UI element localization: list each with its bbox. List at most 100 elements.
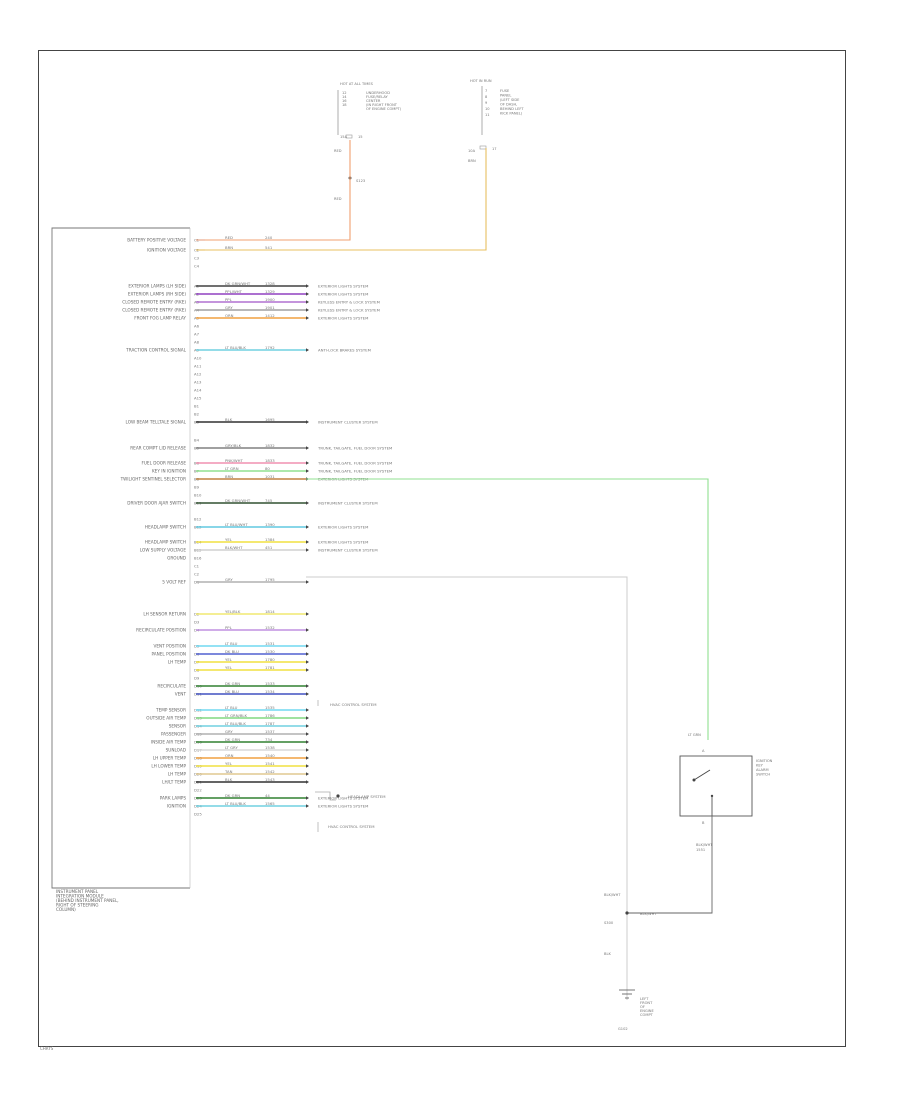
destination-system: EXTERIOR LIGHTS SYSTEM [318,525,368,530]
wire-color: LT BLU/BLK [225,801,246,806]
circuit-number: 1328 [265,281,275,286]
circuit-number: 1901 [265,305,275,310]
pin-number: B16 [194,556,202,561]
module-name-line: RIGHT OF STEERING [56,903,99,908]
pin-number: A14 [194,388,202,393]
circuit-number: 541 [265,245,273,250]
circuit-number: 1695 [265,417,275,422]
circuit-number: 1541 [265,761,275,766]
wire-color: DK GRN/WHT [225,498,251,503]
circuit-number: 734 [265,737,273,742]
fuse-left-desc: CENTER [366,99,381,103]
pin-number: C2 [194,572,200,577]
circuit-number: 1538 [265,745,275,750]
pin-label: IGNITION [167,804,186,809]
wire-color: DK GRN [225,737,240,742]
pin-number: C4 [194,264,200,269]
switch-box [679,755,753,817]
pin-label: PASSENGER [161,732,186,737]
wire-color: BRN [225,245,233,250]
fuse-right-legend-item: 11 [485,113,490,117]
pin-label: DRIVER DOOR AJAR SWITCH [127,501,186,506]
wire-arrow [306,668,309,672]
fuse-left-desc: FUSE/RELAY [366,95,388,99]
fuse-right-desc: PANEL [500,94,511,98]
pin-label: OUTSIDE AIR TEMP [146,716,186,721]
fuse-left-legend-item: 18 [342,103,347,107]
wire-color: BLK/WHT [225,545,243,550]
hvac2-note: HVAC CONTROL SYSTEM [328,824,374,829]
ground-splice-id: S300 [604,921,614,925]
wire-arrow [306,652,309,656]
pin-label: LH SENSOR RETURN [143,612,186,617]
switch-pin-b: B [702,821,705,825]
pin-label: SENSOR [169,724,186,729]
wire-arrow [306,612,309,616]
circuit-number: 1537 [265,729,275,734]
circuit-number: 1535 [265,705,275,710]
fuse-right-title: HOT IN RUN [470,79,492,83]
wire-color: LT BLU [225,705,238,710]
switch-pivot [692,778,696,782]
fuse-right-pin: 17 [492,147,497,151]
destination-system: INSTRUMENT CLUSTER SYSTEM [318,501,378,506]
fuse-left-title: HOT AT ALL TIMES [340,82,374,86]
wire-color: ORN [225,313,234,318]
wire-color: YEL [225,537,233,542]
wire-arrow [306,446,309,450]
fuse-left-legend-item: 16 [342,99,347,103]
pin-label: HEADLAMP SWITCH [145,540,186,545]
wire-color: GRY [225,729,233,734]
wire-arrow [306,292,309,296]
circuit-number: 1565 [265,801,275,806]
pin-label: TWILIGHT SENTINEL SELECTOR [120,477,187,482]
circuit-number: 1832 [265,443,275,448]
switch-name: ALARM [756,768,769,772]
ground-location: FRONT [640,1001,653,1005]
wire-arrow [306,461,309,465]
circuit-number: 1532 [265,625,275,630]
pin-number: B12 [194,517,202,522]
circuit-number: 1833 [265,458,275,463]
fuse-right-desc: FUSE [500,89,510,93]
fuse-right-id: 10A [468,149,476,153]
wire-arrow [306,796,309,800]
circuit-number: 1533 [265,681,275,686]
destination-system: INSTRUMENT CLUSTER SYSTEM [318,548,378,553]
wire-color: PPL/WHT [225,289,243,294]
wire-arrow [306,732,309,736]
pin-number: B2 [194,412,200,417]
ground-splice-label: BLK/WHT [640,912,657,916]
ground-wire1: BLK/WHT [604,893,621,897]
circuit-number: 80 [265,466,270,471]
fuse-left-pin: 15 [358,135,363,139]
pin-number: C1 [194,564,200,569]
wire-color: LT BLU/BLK [225,345,246,350]
pin-number: A12 [194,372,202,377]
pin-label: LH LOWER TEMP [151,764,186,769]
wire-color: PPL [225,297,233,302]
ground-wire2: BLK [604,952,611,956]
fuse-left-symbol [345,134,353,139]
switch-wire-in: LT GRN [688,733,701,737]
destination-system: INSTRUMENT CLUSTER SYSTEM [318,420,378,425]
wire-arrow [306,628,309,632]
wire-color: YEL/BLK [225,609,241,614]
wire-battery-feed [205,140,351,241]
pin-label: TEMP SENSOR [155,708,186,713]
fuse-left-legend-item: 14 [342,95,347,99]
wire-arrow [306,348,309,352]
pin-label: 5 VOLT REF [162,580,186,585]
pin-label: EXTERIOR LAMPS (LH SIDE) [128,284,186,289]
pin-number: A13 [194,380,202,385]
pin-number: D22 [194,788,202,793]
pin-label: EXTERIOR LAMPS (RH SIDE) [128,292,187,297]
circuit-number: 1795 [265,577,275,582]
pin-label: IGNITION VOLTAGE [147,248,187,253]
pin-label: LOW BEAM TELLTALE SIGNAL [126,420,187,425]
pin-number: D3 [194,620,200,625]
fuse-left-wire2: RED [334,197,342,201]
wire-color: YEL [225,761,233,766]
circuit-number: 240 [265,235,273,240]
circuit-number: 1540 [265,753,275,758]
